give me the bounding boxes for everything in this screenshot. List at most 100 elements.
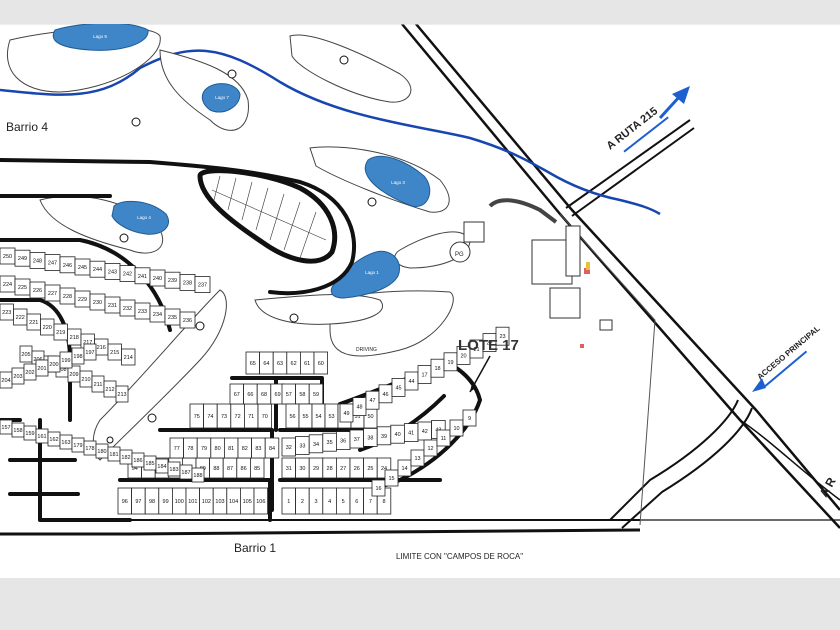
lot-number: 104 [229, 499, 238, 505]
lot-number: 162 [49, 437, 58, 443]
lot-number: 63 [277, 361, 283, 367]
lot-number: 219 [56, 330, 65, 336]
lot-number: 242 [123, 272, 132, 278]
lot-number: 239 [168, 278, 177, 284]
lot-number: 32 [286, 445, 292, 451]
lake-label-4: Lago 4 [137, 215, 151, 220]
lot-number: 200 [49, 362, 58, 368]
lot-number: 181 [109, 452, 118, 458]
lot-number: 28 [327, 466, 333, 472]
lot-number: 187 [181, 470, 190, 476]
lot-number: 18 [434, 366, 440, 372]
lot-number: 81 [228, 446, 234, 452]
lot-number: 30 [299, 466, 305, 472]
lake-label-3: Lago 3 [391, 180, 405, 185]
lot-number: 217 [83, 340, 92, 346]
lot-number: 236 [183, 318, 192, 324]
ruta-215-arrowhead [672, 86, 690, 104]
lot-number: 6 [355, 499, 358, 505]
lot-213 [115, 385, 129, 403]
lot-number: 5 [342, 499, 345, 505]
acceso-arrowhead [752, 378, 766, 392]
lot-number: 3 [314, 499, 317, 505]
lot-number: 225 [18, 285, 27, 291]
lot-number: 240 [153, 276, 162, 282]
lot-number: 55 [302, 414, 308, 420]
lot-number: 26 [354, 466, 360, 472]
lot-number: 215 [110, 350, 119, 356]
lot-13 [410, 449, 425, 467]
lot-number: 100 [175, 499, 184, 505]
lot-number: 75 [194, 414, 200, 420]
lot-236 [179, 311, 196, 329]
lot-number: 87 [227, 466, 233, 472]
lot-106 [253, 487, 269, 515]
lot-number: 38 [367, 435, 373, 441]
lot-number: 35 [327, 440, 333, 446]
lot-number: 68 [261, 392, 267, 398]
lot-number: 197 [85, 350, 94, 356]
lot-number: 216 [97, 345, 106, 351]
lake-3 [364, 155, 431, 207]
highway [401, 23, 840, 529]
lot-number: 226 [33, 288, 42, 294]
lot-number: 21 [473, 347, 479, 353]
lot-number: 183 [169, 467, 178, 473]
lot-number: 8 [382, 499, 385, 505]
lot-number: 67 [234, 392, 240, 398]
lot-number: 204 [1, 378, 10, 384]
lot-60 [313, 351, 329, 375]
lot-number: 39 [381, 434, 387, 440]
bottom-margin [0, 578, 840, 630]
lakes [52, 22, 431, 299]
lot-number: 44 [408, 379, 414, 385]
lot-number: 60 [318, 361, 324, 367]
lot-number: 220 [43, 325, 52, 331]
lot-number: 102 [202, 499, 211, 505]
lot-number: 54 [315, 414, 321, 420]
lot-number: 29 [313, 466, 319, 472]
lot-number: 223 [2, 310, 11, 316]
lot-number: 161 [37, 434, 46, 440]
lot-number: 70 [262, 414, 268, 420]
lot-number: 198 [73, 354, 82, 360]
lot-number: 78 [187, 446, 193, 452]
lot-number: 20 [460, 353, 466, 359]
lot-number: 99 [163, 499, 169, 505]
limite-label: LIMITE CON "CAMPOS DE ROCA" [396, 552, 523, 561]
lot-number: 33 [299, 443, 305, 449]
lot-number: 34 [313, 442, 319, 448]
lot-number: 199 [61, 358, 70, 364]
masterplan-map: Lago 9 Lago 7 Lago 3 Lago 4 Lago 1 [0, 22, 840, 578]
lot-number: 84 [269, 446, 275, 452]
lot-number: 106 [256, 499, 265, 505]
lot-number: 203 [13, 374, 22, 380]
lot-number: 37 [354, 437, 360, 443]
lot-number: 205 [21, 352, 30, 358]
lot-12 [423, 439, 438, 457]
central-block [197, 168, 338, 264]
lot-number: 201 [37, 366, 46, 372]
lot-number: 228 [63, 294, 72, 300]
lot-number: 246 [63, 263, 72, 269]
lot-number: 184 [157, 464, 166, 470]
lot-number: 244 [93, 267, 102, 273]
lot-84 [264, 437, 280, 459]
lot-number: 159 [25, 431, 34, 437]
lot-number: 208 [57, 367, 66, 373]
lot-number: 238 [183, 280, 192, 286]
lot-15 [384, 469, 399, 487]
lot-grid: 9697989910010110210310410510612345678949… [0, 247, 510, 515]
lake-9 [52, 22, 149, 51]
lot-number: 96 [122, 499, 128, 505]
lot-number: 31 [286, 466, 292, 472]
lot-number: 233 [138, 309, 147, 315]
lot-number: 24 [381, 466, 387, 472]
lot-number: 235 [168, 315, 177, 321]
barrio-1-label: Barrio 1 [234, 541, 276, 555]
lot-11 [436, 429, 451, 447]
lot-number: 237 [198, 283, 207, 289]
lot-number: 250 [3, 254, 12, 260]
lot-number: 214 [124, 355, 133, 361]
lot-number: 86 [241, 466, 247, 472]
